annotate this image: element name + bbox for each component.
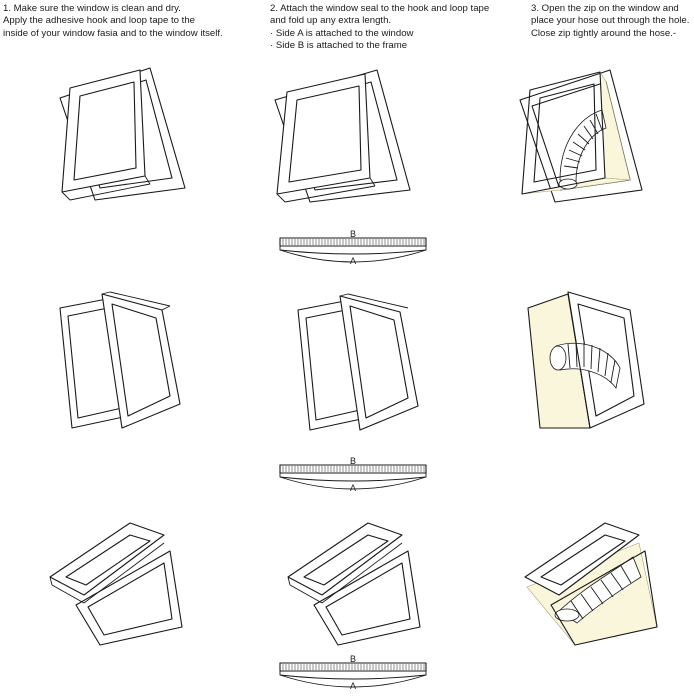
awning-window-with-hose-step3 xyxy=(519,69,643,203)
strip-label-a: A xyxy=(350,483,356,493)
step-3-line-3: Close zip tightly around the hose.- xyxy=(531,27,677,39)
casement-window-with-hose-step3 xyxy=(527,291,645,429)
step-2-line-2: and fold up any extra length. xyxy=(270,15,392,27)
seal-strip-diagram: B A xyxy=(279,229,427,266)
strip-label-b: B xyxy=(350,229,356,239)
seal-strip-diagram: B A xyxy=(279,654,427,691)
step-1-line-2: Apply the adhesive hook and loop tape to… xyxy=(3,15,196,27)
step-2-line-1: 2. Attach the window seal to the hook an… xyxy=(270,3,490,14)
casement-window-illustration-step2 xyxy=(297,293,419,431)
step-1-line-3: inside of your window fasia and to the w… xyxy=(3,27,223,39)
step-3-line-2: place your hose out through the hole. xyxy=(531,15,690,27)
awning-window-illustration-step2 xyxy=(274,69,411,203)
step-2-line-3: · Side A is attached to the window xyxy=(270,27,414,39)
strip-label-a: A xyxy=(350,681,356,691)
step-2-line-4: · Side B is attached to the frame xyxy=(270,40,408,52)
strip-label-b: B xyxy=(350,456,356,466)
roof-window-with-hose-step3 xyxy=(524,522,658,646)
strip-label-b: B xyxy=(350,654,356,664)
roof-window-illustration-step1 xyxy=(49,522,183,646)
step-3-instructions: 3. Open the zip on the window and place … xyxy=(531,3,689,40)
awning-window-illustration-step1 xyxy=(59,67,186,201)
strip-label-a: A xyxy=(350,256,356,266)
seal-strip-diagram: B A xyxy=(279,456,427,493)
step-3-line-1: 3. Open the zip on the window and xyxy=(531,3,679,14)
step-2-instructions: 2. Attach the window seal to the hook an… xyxy=(270,3,489,53)
casement-window-illustration-step1 xyxy=(59,291,181,429)
step-1-instructions: 1. Make sure the window is clean and dry… xyxy=(3,3,223,40)
step-1-line-1: 1. Make sure the window is clean and dry… xyxy=(3,3,181,14)
roof-window-illustration-step2 xyxy=(287,522,421,646)
